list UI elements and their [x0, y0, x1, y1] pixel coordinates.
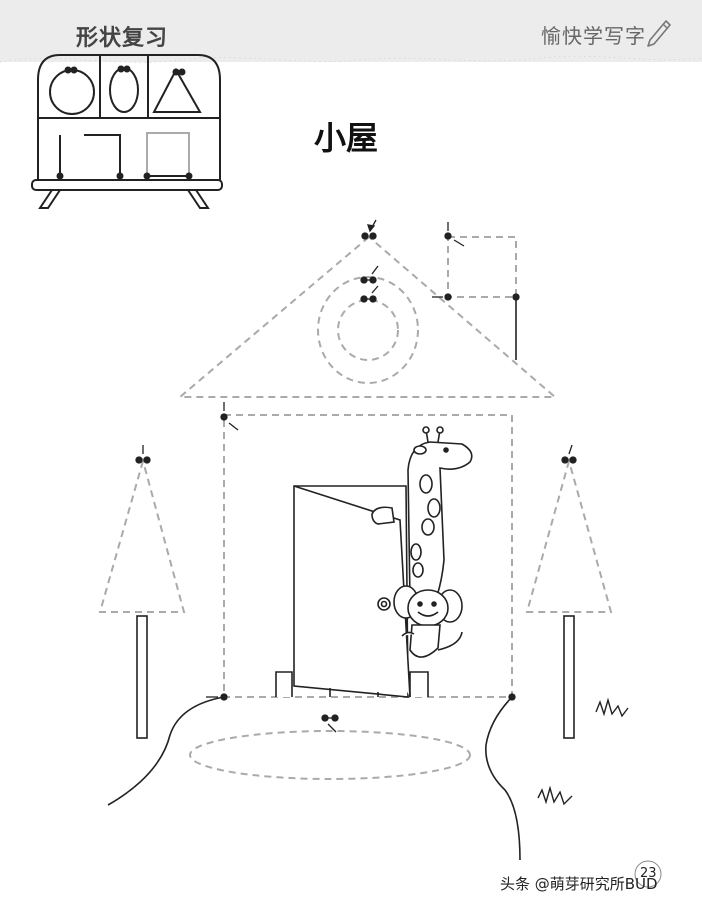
shape-review-cabinet [31, 54, 223, 209]
mouse [377, 585, 463, 658]
pond-trace [189, 730, 471, 780]
page-number-badge [634, 860, 662, 888]
page-number: 23 [640, 866, 657, 881]
wall-trace [223, 414, 513, 698]
giraffe [371, 426, 473, 622]
start-markers [135, 219, 577, 733]
pencil-icon [647, 20, 671, 47]
series-title: 愉快学写字 [541, 24, 646, 48]
ground [107, 696, 521, 861]
header-wave-edge [0, 48, 702, 63]
left-tree [98, 457, 186, 739]
right-tree [525, 457, 613, 739]
roof-trace [177, 235, 558, 398]
door [275, 485, 429, 698]
grass-tufts [537, 697, 629, 806]
footer-credit: 头条 @萌芽研究所BUD [500, 875, 658, 893]
section-title: 形状复习 [76, 26, 169, 51]
page-title: 小屋 [314, 119, 379, 157]
chimney-trace [447, 236, 517, 360]
